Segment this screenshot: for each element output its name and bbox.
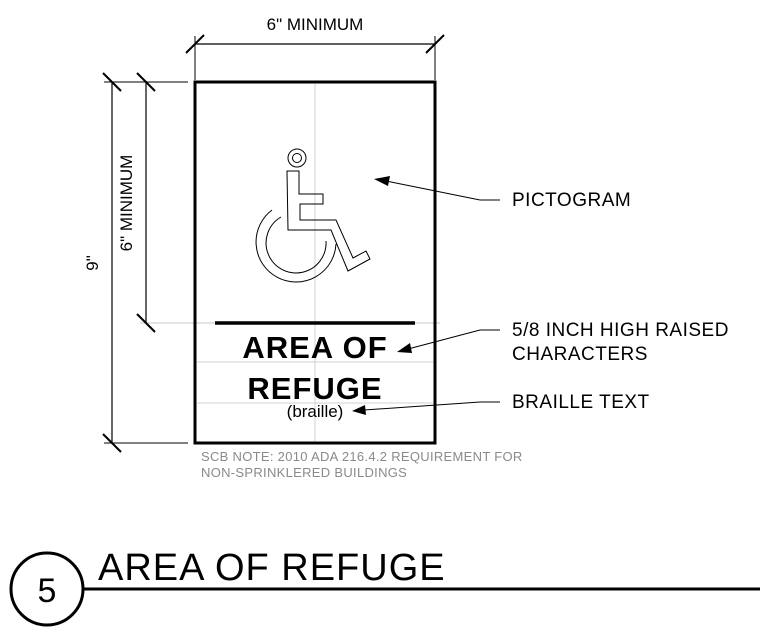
- note-line2: NON-SPRINKLERED BUILDINGS: [201, 465, 407, 480]
- title-block: 5 AREA OF REFUGE: [9, 547, 760, 627]
- top-width-dimension: 6" MINIMUM: [185, 15, 445, 80]
- note-line1: SCB NOTE: 2010 ADA 216.4.2 REQUIREMENT F…: [201, 449, 523, 464]
- callout-pictogram: PICTOGRAM: [512, 190, 631, 211]
- pictogram-height-dimension: 6" MINIMUM: [117, 72, 440, 333]
- leader-pictogram: [374, 176, 500, 201]
- sign-braille-label: (braille): [287, 402, 344, 421]
- overall-height-dimension: 9": [83, 72, 188, 453]
- leader-raised-characters: [397, 329, 500, 353]
- callout-braille: BRAILLE TEXT: [512, 392, 650, 413]
- pictogram-height-label: 6" MINIMUM: [117, 155, 136, 252]
- sign-text-line2: REFUGE: [247, 371, 382, 406]
- overall-height-label: 9": [83, 255, 102, 271]
- callout-raised-line2: CHARACTERS: [512, 344, 648, 365]
- leader-braille: [352, 401, 500, 415]
- sign-text-line1: AREA OF: [242, 330, 387, 365]
- detail-title: AREA OF REFUGE: [98, 547, 446, 589]
- callout-raised-line1: 5/8 INCH HIGH RAISED: [512, 320, 729, 341]
- wheelchair-accessibility-icon: [255, 148, 371, 283]
- detail-number: 5: [38, 572, 57, 610]
- top-width-label: 6" MINIMUM: [267, 15, 364, 34]
- sign-panel: [193, 80, 437, 445]
